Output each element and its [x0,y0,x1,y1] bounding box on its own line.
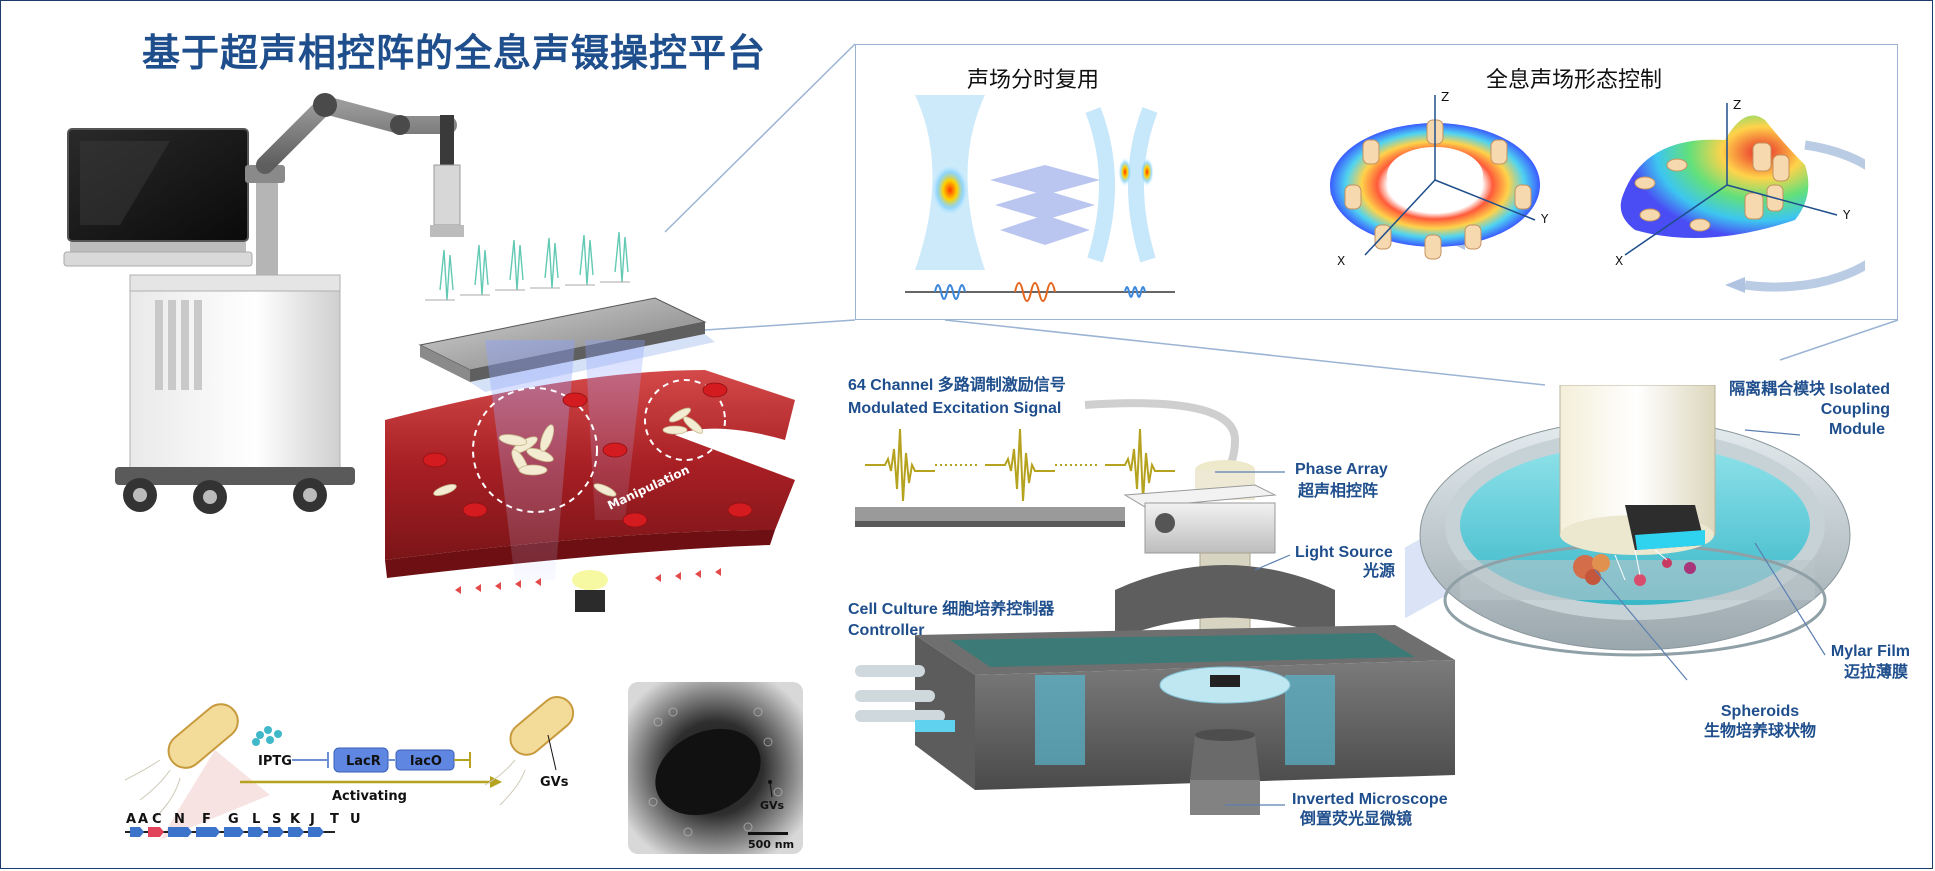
inset-right-title: 全息声场形态控制 [1486,68,1663,93]
light-source-label-en: Light Source [1295,544,1393,561]
gene-cluster-letter: L [252,812,260,827]
laco-label: lacO [410,754,442,769]
phase-array-label-en: Phase Array [1295,461,1388,478]
inset-left-title: 声场分时复用 [967,68,1100,93]
holographic-field-shapes: Z Y X Z Y X [1330,90,1865,293]
signal-label-line2: Modulated Excitation Signal [848,400,1062,417]
spheroids-label-zh: 生物培养球状物 [1703,723,1816,740]
gene-cluster-letter: C [152,812,162,827]
gvs-label-bacterium: GVs [540,775,569,790]
light-source-label-zh: 光源 [1362,563,1395,580]
mylar-film-label-en: Mylar Film [1830,643,1910,660]
iptg-label: IPTG [258,754,292,769]
signal-label-line1: 64 Channel 多路调制激励信号 [848,377,1066,394]
platform-illustration [855,399,1455,815]
gene-cluster-letter: A [126,812,136,827]
axis-z-2: Z [1733,98,1741,112]
spheroids-label-en: Spheroids [1720,703,1800,720]
tem-micrograph: GVs 500 nm [628,682,803,854]
isolated-module-label-line3: Module [1829,421,1885,438]
activating-label: Activating [332,789,407,804]
axis-z-1: Z [1441,90,1449,104]
gene-cluster-letter: G [228,812,239,827]
isolated-module-label-line2: Coupling [1820,401,1890,418]
gene-cluster-letter: F [202,812,211,827]
inverted-microscope-label-zh: 倒置荧光显微镜 [1300,811,1413,828]
inverted-microscope-label-en: Inverted Microscope [1292,791,1448,808]
gene-cluster-letter: K [290,812,301,827]
axis-y-1: Y [1540,212,1549,226]
isolated-module-label-line1: 隔离耦合模块 Isolated [1729,381,1890,398]
mylar-film-label-zh: 迈拉薄膜 [1843,664,1908,681]
cell-culture-label-line1: Cell Culture 细胞培养控制器 [848,601,1055,618]
scale-bar-label: 500 nm [748,838,794,851]
axis-x-2: X [1615,254,1623,268]
gene-cluster-letter: A [138,812,148,827]
axis-x-1: X [1337,254,1345,268]
figure-title: 基于超声相控阵的全息声镊操控平台 [142,31,767,75]
axis-y-2: Y [1842,208,1851,222]
ultrasound-cart-illustration [63,93,464,514]
coupling-module-illustration [1405,385,1851,681]
gene-cluster-letter: U [350,812,361,827]
gene-cluster-letter: J [309,812,315,827]
cell-culture-label-line2: Controller [848,622,925,639]
time-division-multiplexing-diagram [905,95,1175,302]
phase-array-label-zh: 超声相控阵 [1298,483,1379,500]
blood-vessel-illustration: Manipulation [385,340,795,612]
gvs-label-tem: GVs [760,799,785,812]
gene-cluster-letter: N [174,812,185,827]
gene-cluster-letter: T [330,812,339,827]
lacr-label: LacR [346,754,381,769]
gene-cluster-letter: S [272,812,281,827]
